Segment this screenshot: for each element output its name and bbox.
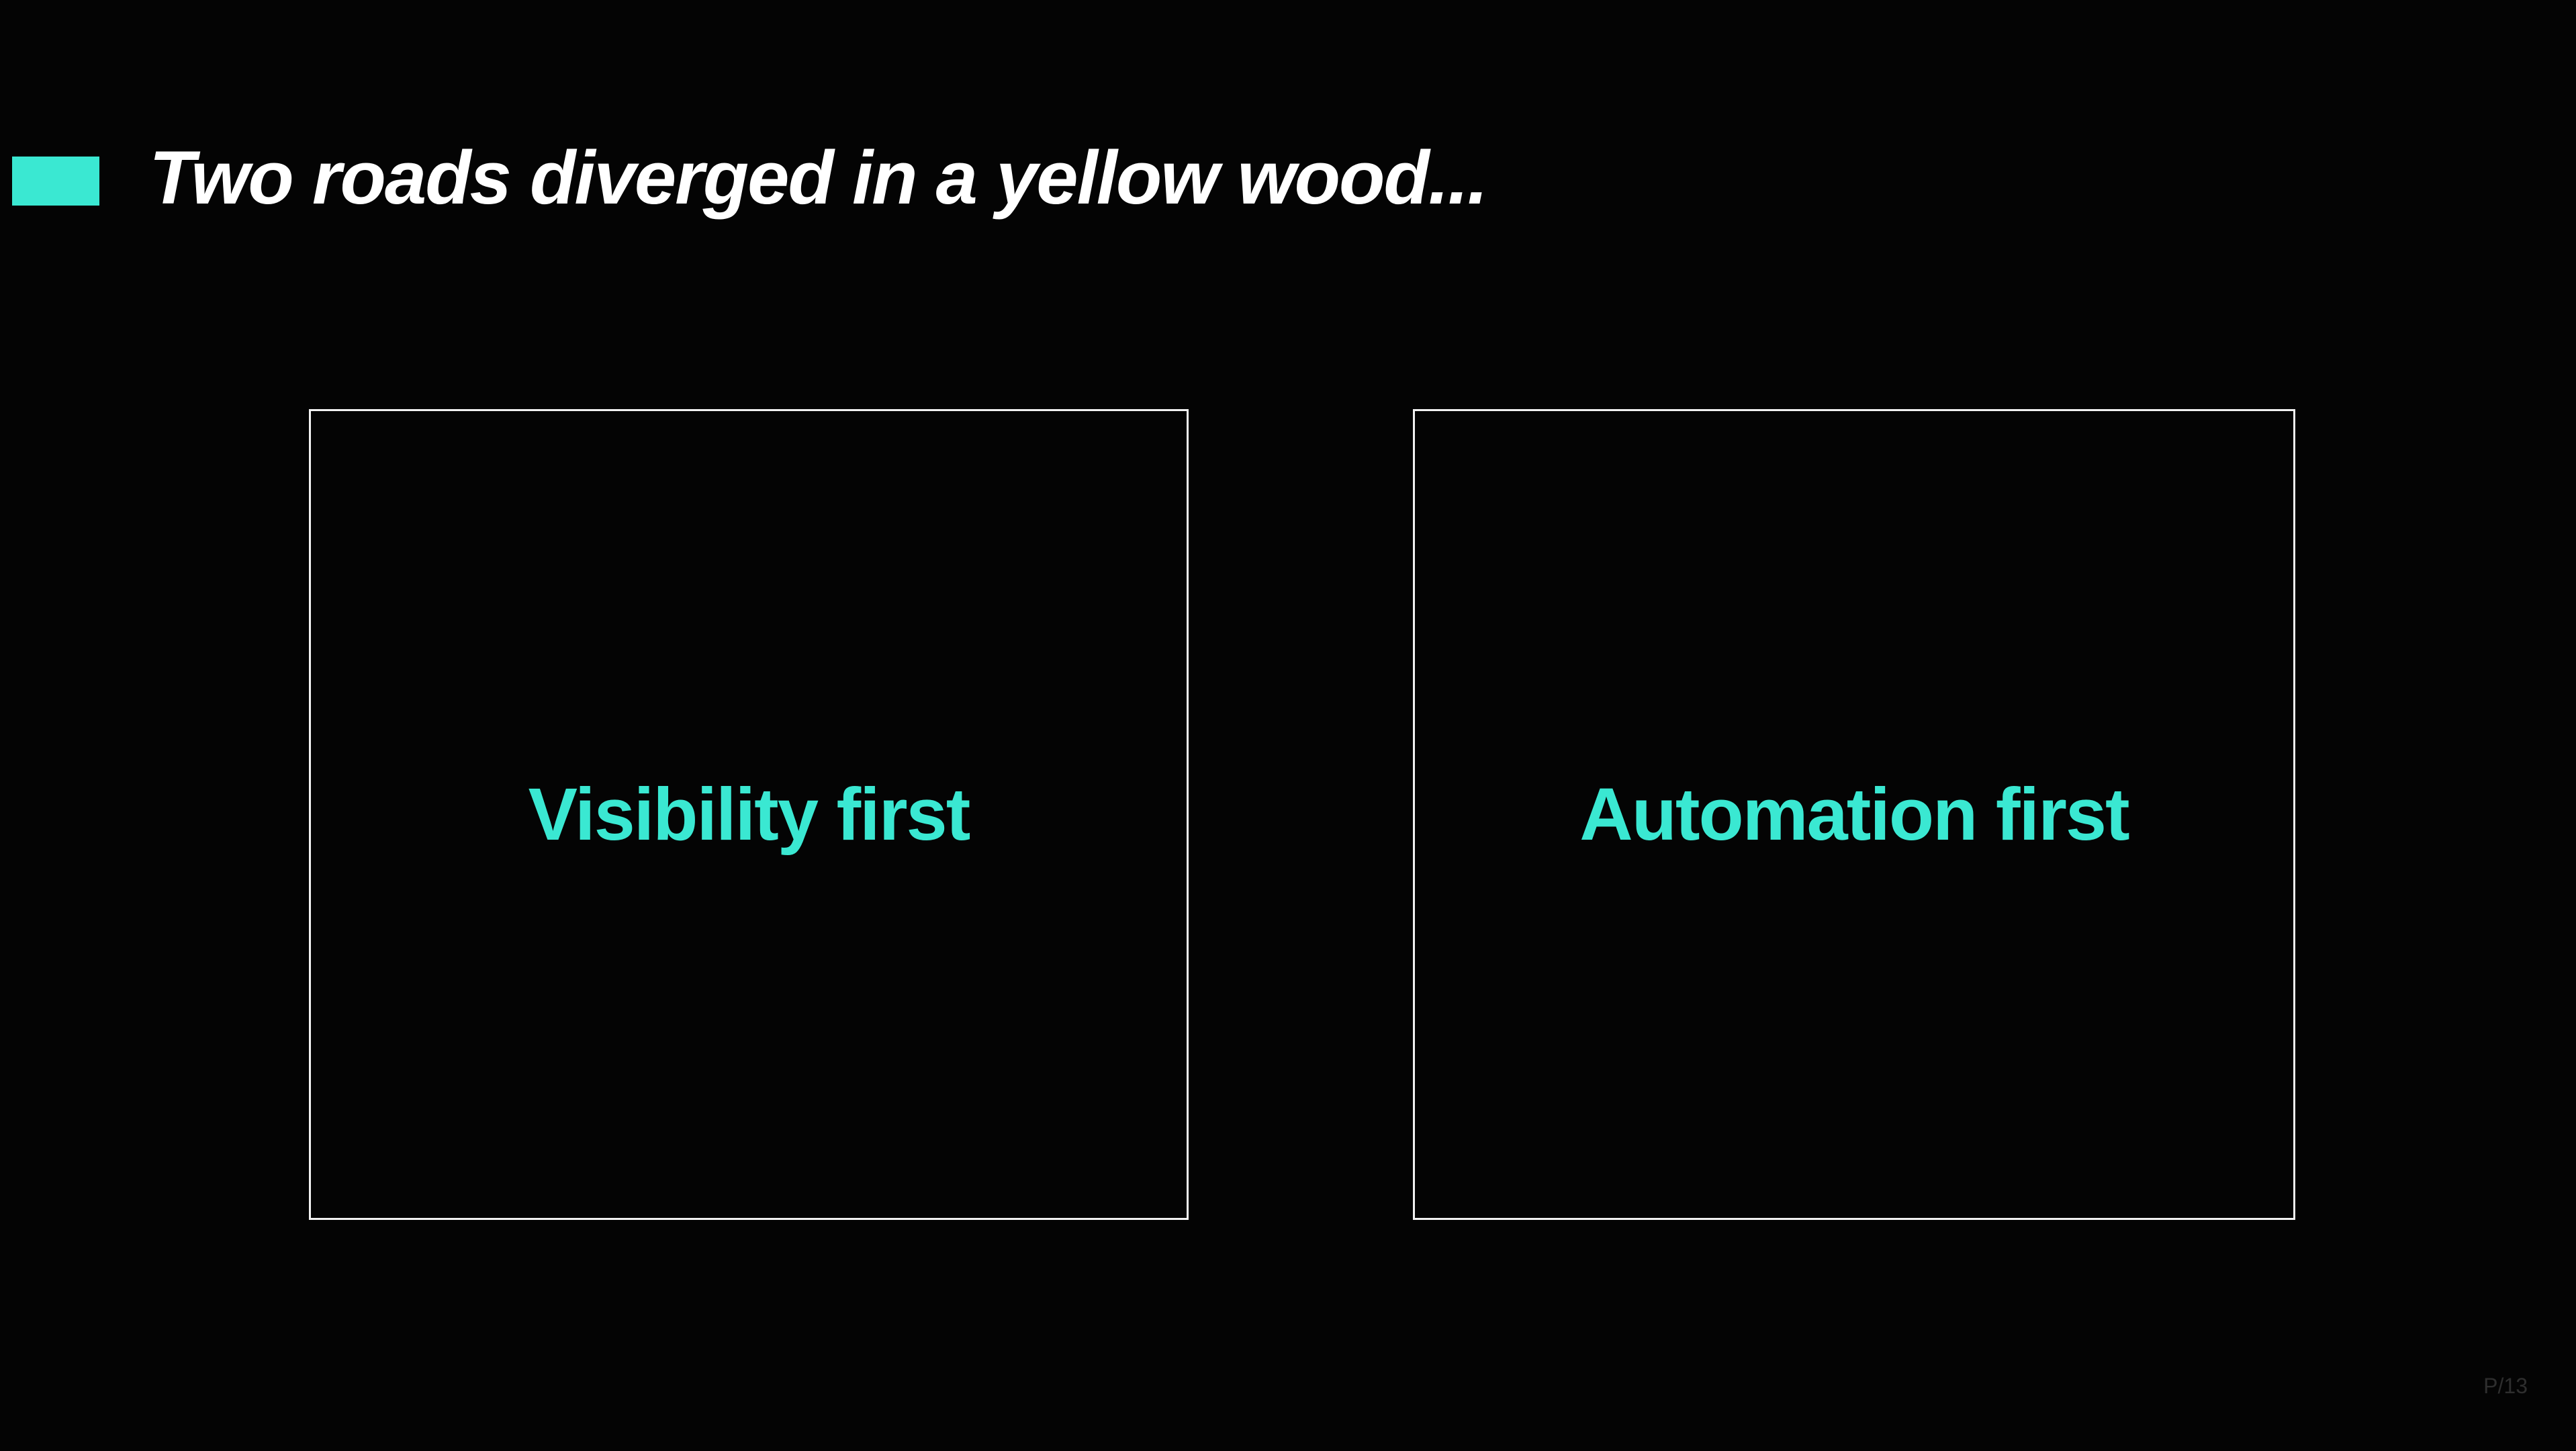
automation-first-box: Automation first [1413, 409, 2295, 1220]
visibility-first-box: Visibility first [309, 409, 1189, 1220]
visibility-first-label: Visibility first [528, 773, 971, 856]
slide-title: Two roads diverged in a yellow wood... [149, 136, 1488, 220]
page-number: P/13 [2483, 1374, 2528, 1398]
title-accent-bar [12, 157, 99, 206]
automation-first-label: Automation first [1579, 773, 2129, 856]
